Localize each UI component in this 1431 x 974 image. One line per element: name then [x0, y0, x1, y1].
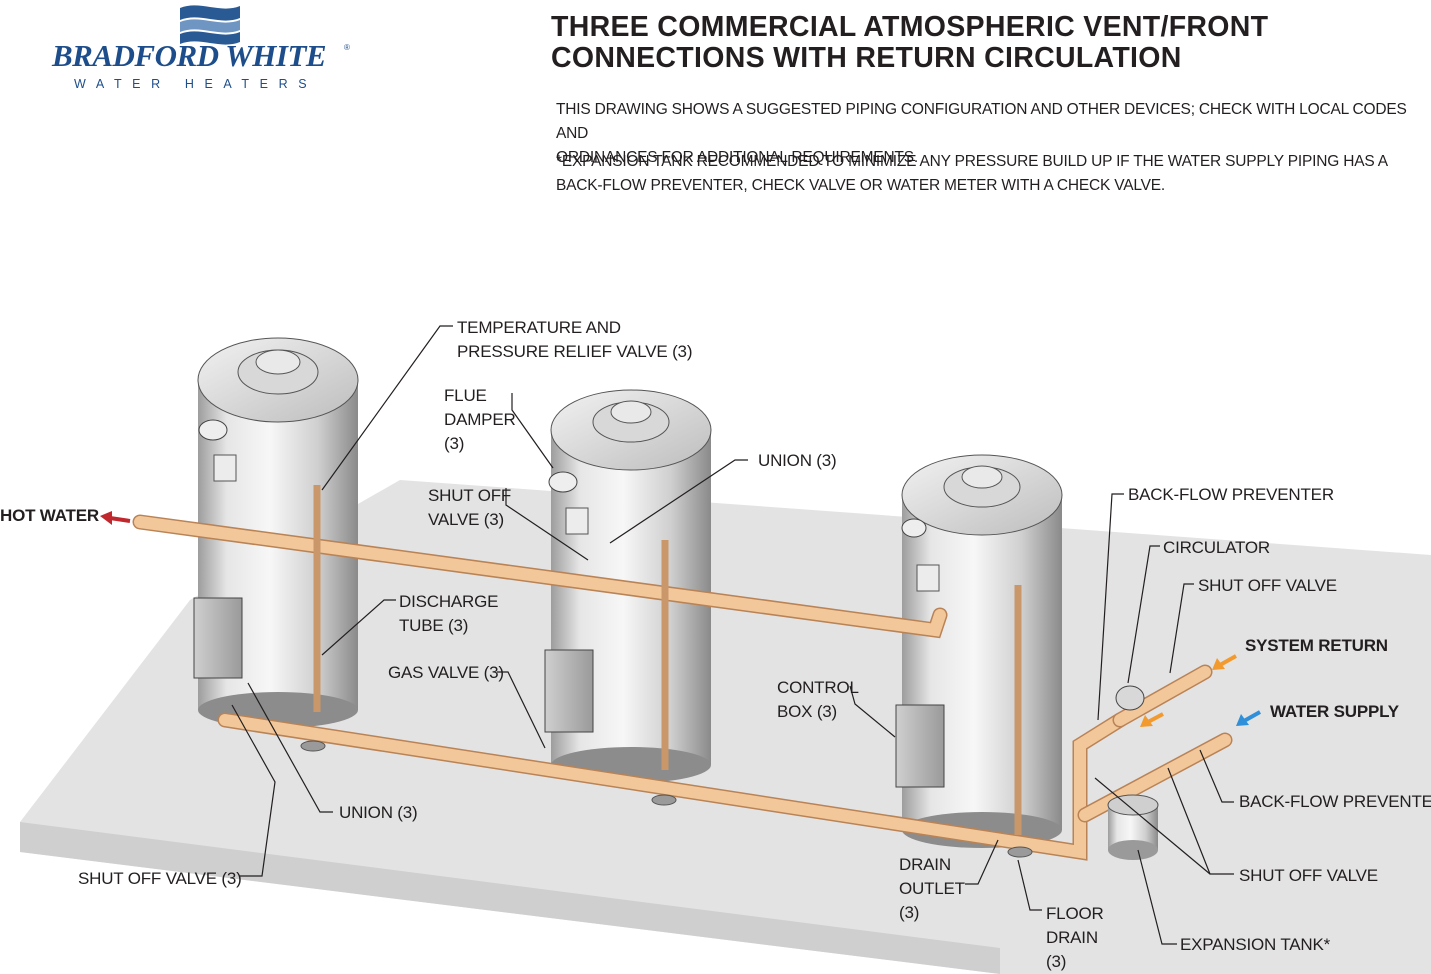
label-flue-damper-line-3: (3)	[444, 434, 465, 453]
floor-drains	[300, 740, 1033, 858]
label-flue-damper-line-1: FLUE	[444, 386, 487, 405]
label-drain-outlet-line-3: (3)	[899, 903, 920, 922]
note-piping-line-2: ORDINANCES FOR ADDITIONAL REQUIREMENTS.	[556, 149, 918, 166]
label-expansion-tank: EXPANSION TANK*	[1180, 935, 1331, 954]
logo-wave-icon	[180, 5, 240, 45]
discharge-tubes	[313, 485, 1022, 835]
label-shut-off-valve-right: SHUT OFF VALVE	[1198, 576, 1337, 595]
label-system-return: SYSTEM RETURN	[1245, 636, 1388, 655]
label-water-supply: WATER SUPPLY	[1270, 702, 1399, 721]
return-pipe-fill	[219, 714, 1126, 859]
label-backflow-preventer-bottom: BACK-FLOW PREVENTER	[1239, 792, 1431, 811]
label-shut-off-valve-right-bottom: SHUT OFF VALVE	[1239, 866, 1378, 885]
note-expansion: *EXPANSION TANK RECOMMENDED TO MINIMIZE …	[556, 150, 1416, 198]
water-heater-2	[544, 389, 712, 783]
label-backflow-preventer-top: BACK-FLOW PREVENTER	[1128, 485, 1334, 504]
water-heater-3	[895, 454, 1063, 848]
label-flue-damper-line-2: DAMPER	[444, 410, 516, 429]
hot-water-pipe-fill	[134, 516, 946, 637]
label-flue-damper: FLUE DAMPER (3)	[444, 384, 516, 456]
label-control-box-line-2: BOX (3)	[777, 702, 838, 721]
label-tp-relief-valve: TEMPERATURE AND PRESSURE RELIEF VALVE (3…	[457, 316, 692, 364]
label-drain-outlet-line-2: OUTLET	[899, 879, 965, 898]
label-drain-outlet: DRAIN OUTLET (3)	[899, 853, 965, 925]
note-expansion-line-2: BACK-FLOW PREVENTER, CHECK VALVE OR WATE…	[556, 177, 1165, 194]
hot-water-arrow-icon	[100, 511, 131, 525]
label-tp-relief-line-1: TEMPERATURE AND	[457, 318, 621, 337]
label-control-box: CONTROL BOX (3)	[777, 676, 859, 724]
label-floor-drain-line-1: FLOOR	[1046, 904, 1104, 923]
label-floor-drain-line-3: (3)	[1046, 952, 1067, 971]
label-union-top: UNION (3)	[758, 451, 837, 470]
logo-tagline: WATER HEATERS	[74, 77, 318, 91]
title-line-1: THREE COMMERCIAL ATMOSPHERIC VENT/FRONT	[551, 11, 1269, 43]
label-union-bottom: UNION (3)	[339, 803, 418, 822]
circulator	[1115, 685, 1145, 711]
title-line-2: CONNECTIONS WITH RETURN CIRCULATION	[551, 42, 1182, 74]
note-expansion-line-1: *EXPANSION TANK RECOMMENDED TO MINIMIZE …	[556, 153, 1388, 170]
page-title: THREE COMMERCIAL ATMOSPHERIC VENT/FRONT …	[551, 12, 1411, 74]
label-discharge-line-2: TUBE (3)	[399, 616, 469, 635]
logo-registered-mark: ®	[344, 43, 350, 52]
system-return-arrow-icon	[1140, 654, 1237, 727]
label-shut-off-top-line-2: VALVE (3)	[428, 510, 504, 529]
expansion-tank	[1107, 794, 1159, 860]
label-discharge-tube: DISCHARGE TUBE (3)	[399, 590, 498, 638]
label-floor-drain: FLOOR DRAIN (3)	[1046, 902, 1104, 974]
label-shut-off-valve-top: SHUT OFF VALVE (3)	[428, 484, 511, 532]
label-circulator: CIRCULATOR	[1163, 538, 1270, 557]
note-piping: THIS DRAWING SHOWS A SUGGESTED PIPING CO…	[556, 98, 1416, 170]
label-discharge-line-1: DISCHARGE	[399, 592, 499, 611]
label-floor-drain-line-2: DRAIN	[1046, 928, 1098, 947]
logo-wordmark: BRADFORD WHITE	[52, 38, 327, 73]
label-hot-water: HOT WATER	[0, 506, 99, 525]
label-gas-valve: GAS VALVE (3)	[388, 663, 504, 682]
leader-lines	[231, 325, 1234, 945]
label-shut-off-valve-bottom: SHUT OFF VALVE (3)	[78, 869, 242, 888]
note-piping-line-1: THIS DRAWING SHOWS A SUGGESTED PIPING CO…	[556, 101, 1407, 142]
label-shut-off-top-line-1: SHUT OFF	[428, 486, 512, 505]
label-control-box-line-1: CONTROL	[777, 678, 859, 697]
water-supply-arrow-icon	[1236, 710, 1261, 726]
label-tp-relief-line-2: PRESSURE RELIEF VALVE (3)	[457, 342, 693, 361]
label-drain-outlet-line-1: DRAIN	[899, 855, 951, 874]
